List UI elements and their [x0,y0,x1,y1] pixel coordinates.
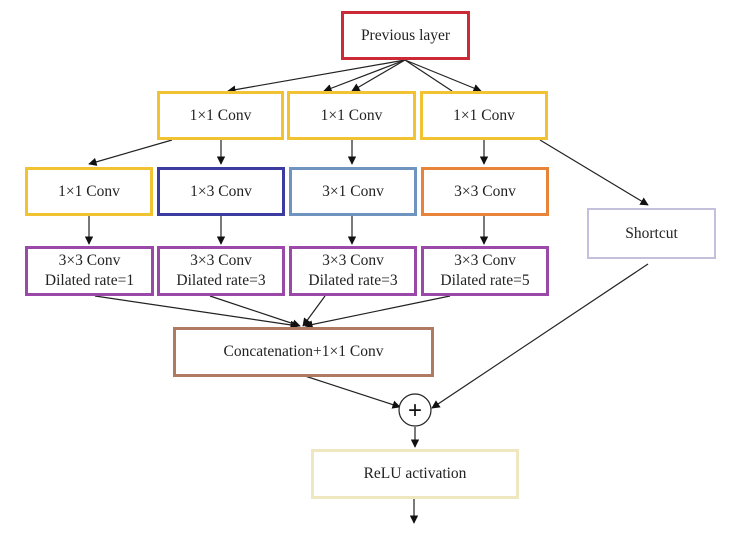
arrow-shortcut-to-add [431,263,649,409]
add-symbol: + [408,397,422,424]
arrow-prev-to-shortcut-path [404,59,453,92]
dilated-conv-box: 3×3 Conv Dilated rate=3 [157,246,285,296]
row2-conv-box: 1×3 Conv [157,167,285,216]
arrow-row3b-to-concat [209,295,301,328]
concatenation-box: Concatenation+1×1 Conv [173,327,434,377]
row1-conv-box: 1×1 Conv [287,91,416,140]
dilated-conv-box: 3×3 Conv Dilated rate=5 [421,246,549,296]
previous-layer-box: Previous layer [341,11,470,60]
row1-conv-label: 1×1 Conv [189,106,252,124]
relu-activation-box: ReLU activation [311,449,519,499]
row2-conv-box: 3×1 Conv [289,167,417,216]
row1-conv-label: 1×1 Conv [320,106,383,124]
dilated-rate-label: Dilated rate=1 [44,272,135,289]
arrow-row1a-to-row2a [88,139,173,166]
arrow-prev-to-row1-2 [323,59,406,93]
dilated-conv-label: 3×3 Conv [58,252,121,269]
shortcut-box: Shortcut [587,208,716,259]
relu-activation-label: ReLU activation [363,465,467,482]
shortcut-label: Shortcut [625,224,678,242]
arrow-prev-to-row2-3x3 [351,59,406,92]
arrow-prev-to-row1-1 [227,59,406,94]
dilated-rate-label: Dilated rate=5 [440,272,530,289]
row2-conv-label: 3×1 Conv [322,182,384,200]
arrow-row3d-to-concat [304,295,451,329]
row2-conv-label: 1×3 Conv [190,182,252,200]
row1-conv-label: 1×1 Conv [453,106,515,124]
row2-conv-label: 1×1 Conv [58,182,120,200]
row2-conv-box: 1×1 Conv [25,167,153,216]
arrow-row3c-to-concat [302,295,326,327]
row1-conv-box: 1×1 Conv [157,91,284,140]
dilated-conv-label: 3×3 Conv [454,252,516,269]
dilated-conv-label: 3×3 Conv [322,252,384,269]
dilated-conv-box: 3×3 Conv Dilated rate=1 [25,246,154,296]
row2-conv-box: 3×3 Conv [421,167,549,216]
dilated-conv-label: 3×3 Conv [190,252,252,269]
dilated-rate-label: Dilated rate=3 [176,272,266,289]
concatenation-label: Concatenation+1×1 Conv [223,343,384,360]
arrow-row1c-to-shortcut [539,139,649,206]
row2-conv-label: 3×3 Conv [454,182,516,200]
add-node-circle [398,393,432,427]
arrow-concat-to-add [304,375,401,409]
arrow-prev-to-row1-3 [404,59,482,93]
dilated-conv-box: 3×3 Conv Dilated rate=3 [289,246,417,296]
dilated-rate-label: Dilated rate=3 [308,272,398,289]
arrow-row3a-to-concat [94,295,299,330]
row1-conv-box: 1×1 Conv [420,91,548,140]
previous-layer-label: Previous layer [360,26,451,44]
